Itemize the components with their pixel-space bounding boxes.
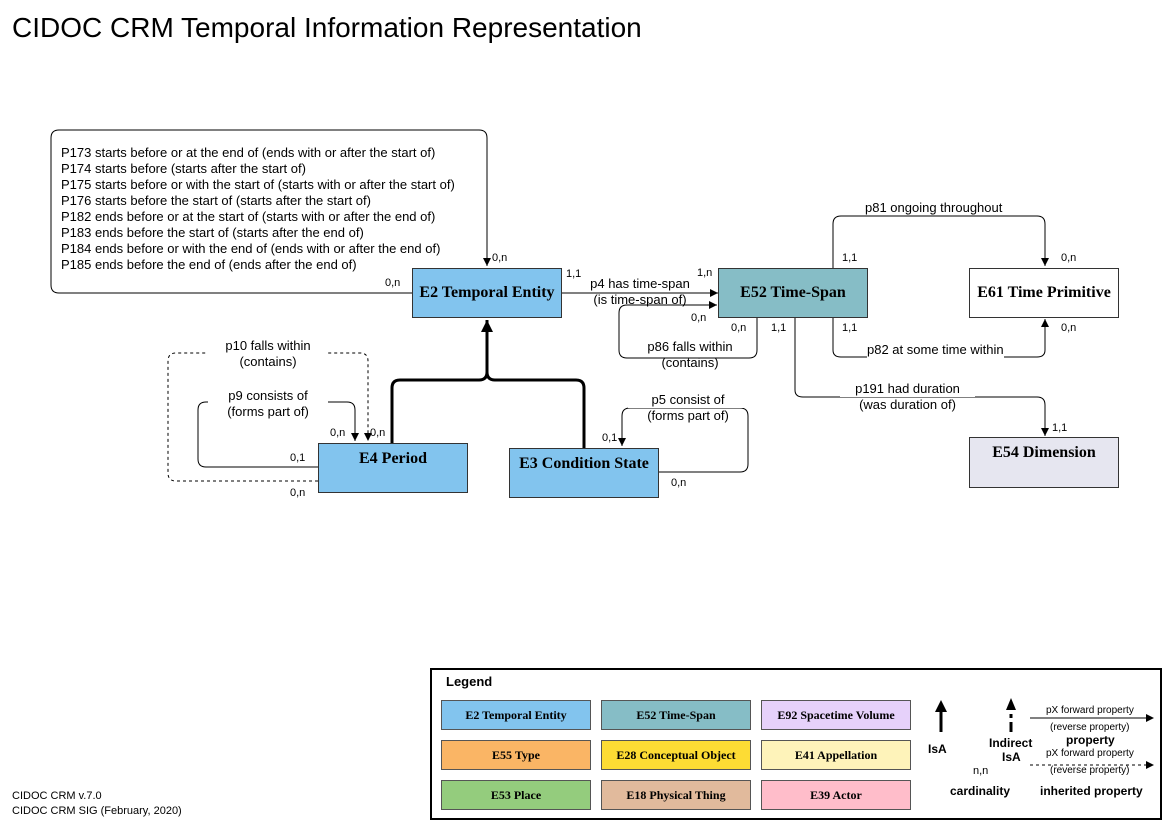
card-p86-target: 0,n (691, 312, 707, 324)
legend-e52-swatch: E52 Time-Span (601, 700, 751, 730)
legend-inherited-label: inherited property (1040, 784, 1143, 798)
e54-dimension-box[interactable]: E54 Dimension (969, 437, 1119, 488)
p86-forward-label: p86 falls within (630, 339, 750, 355)
card-p86-source: 0,n (731, 322, 747, 334)
e2-temporal-entity-box[interactable]: E2 Temporal Entity (412, 268, 562, 318)
e3-condition-state-box[interactable]: E3 Condition State (509, 448, 659, 498)
temporal-property-p185: P185 ends before the end of (ends after … (61, 257, 357, 272)
p81-edge (832, 215, 1049, 268)
card-p5-target: 0,1 (602, 432, 618, 444)
e61-time-primitive-box[interactable]: E61 Time Primitive (969, 268, 1119, 318)
e4-period-box[interactable]: E4 Period (318, 443, 468, 493)
card-loop-in-e2: 0,n (492, 252, 508, 264)
temporal-property-p173: P173 starts before or at the end of (end… (61, 145, 436, 160)
card-loop-out-e2: 0,n (385, 277, 401, 289)
p191-forward-label: p191 had duration (840, 381, 975, 397)
legend-indirect-label-1: Indirect (989, 736, 1033, 750)
legend-e41-swatch: E41 Appellation (761, 740, 911, 770)
legend-e39-swatch: E39 Actor (761, 780, 911, 810)
legend-title: Legend (446, 674, 493, 689)
footer-version: CIDOC CRM v.7.0 (12, 790, 102, 802)
p81-label: p81 ongoing throughout (865, 200, 1003, 215)
p10-forward-label: p10 falls within (208, 338, 328, 354)
p86-label: p86 falls within (contains) (630, 339, 750, 371)
card-p191-target: 1,1 (1052, 422, 1068, 434)
page-title: CIDOC CRM Temporal Information Represent… (12, 12, 642, 43)
legend-symbols (935, 698, 1154, 769)
legend-cardinality-label: cardinality (950, 784, 1011, 798)
p9-forward-label: p9 consists of (208, 388, 328, 404)
legend-inherited-reverse: (reverse property) (1050, 765, 1130, 776)
temporal-property-p176: P176 starts before the start of (starts … (61, 193, 371, 208)
p4-reverse-label: (is time-span of) (593, 292, 687, 307)
card-p9-source: 0,1 (290, 452, 306, 464)
p191-reverse-label: (was duration of) (859, 397, 956, 412)
p86-reverse-label: (contains) (661, 355, 719, 370)
legend-e28-swatch: E28 Conceptual Object (601, 740, 751, 770)
temporal-property-p174: P174 starts before (starts after the sta… (61, 161, 306, 176)
card-p4-source: 1,1 (566, 268, 582, 280)
p10-reverse-label: (contains) (239, 354, 297, 369)
isa-e4-edge (390, 320, 493, 443)
p191-edge (794, 318, 1049, 436)
temporal-property-p175: P175 starts before or with the start of … (61, 177, 455, 192)
p4-label: p4 has time-span (is time-span of) (580, 276, 700, 308)
card-p4-target: 1,n (697, 267, 713, 279)
p191-label: p191 had duration (was duration of) (840, 381, 975, 413)
legend-e2-swatch: E2 Temporal Entity (441, 700, 591, 730)
legend-indirect-label-2: IsA (1002, 750, 1021, 764)
legend-forward-property: pX forward property (1046, 705, 1134, 716)
p82-label: p82 at some time within (867, 342, 1004, 358)
card-p81-source: 1,1 (842, 252, 858, 264)
legend-e18-swatch: E18 Physical Thing (601, 780, 751, 810)
card-p10-source: 0,n (290, 487, 306, 499)
legend-property-label: property (1066, 733, 1115, 747)
p9-label: p9 consists of (forms part of) (208, 388, 328, 420)
temporal-relations-loop (50, 129, 491, 294)
legend-e55-swatch: E55 Type (441, 740, 591, 770)
legend-isa-label: IsA (928, 742, 947, 756)
p10-edge (167, 352, 372, 482)
legend-e53-swatch: E53 Place (441, 780, 591, 810)
p4-forward-label: p4 has time-span (590, 276, 690, 291)
legend-cardinality-sample: n,n (973, 765, 989, 777)
p10-label: p10 falls within (contains) (208, 338, 328, 370)
card-p82-target: 0,n (1061, 322, 1077, 334)
p5-forward-label: p5 consist of (628, 392, 748, 408)
temporal-property-p182: P182 ends before or at the start of (sta… (61, 209, 436, 224)
card-p5-source: 0,n (671, 477, 687, 489)
p86-edge (618, 301, 758, 359)
p9-reverse-label: (forms part of) (227, 404, 309, 419)
p5-edge (618, 407, 749, 473)
legend-reverse-property: (reverse property) (1050, 722, 1130, 733)
footer-sig: CIDOC CRM SIG (February, 2020) (12, 805, 182, 817)
isa-e3-edge (485, 371, 586, 448)
p5-label: p5 consist of (forms part of) (628, 392, 748, 424)
legend-panel: Legend E2 Temporal Entity E52 Time-Span … (430, 668, 1162, 820)
temporal-property-p183: P183 ends before the start of (starts af… (61, 225, 364, 240)
card-p82-source: 1,1 (842, 322, 858, 334)
card-p81-target: 0,n (1061, 252, 1077, 264)
card-p191-source: 1,1 (771, 322, 787, 334)
p5-reverse-label: (forms part of) (647, 408, 729, 423)
legend-inherited-forward: pX forward property (1046, 748, 1134, 759)
p9-edge (197, 401, 359, 468)
legend-e92-swatch: E92 Spacetime Volume (761, 700, 911, 730)
card-p9-target: 0,n (330, 427, 346, 439)
card-p10-target: 0,n (370, 427, 386, 439)
e52-time-span-box[interactable]: E52 Time-Span (718, 268, 868, 318)
temporal-property-p184: P184 ends before or with the end of (end… (61, 241, 441, 256)
